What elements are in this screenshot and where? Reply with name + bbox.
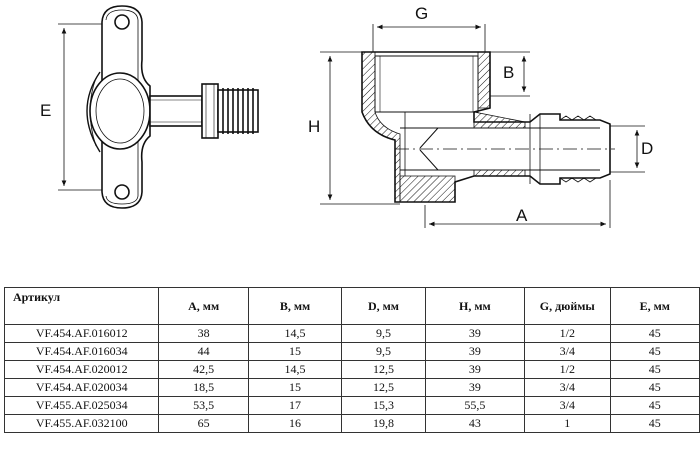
table-header-row: Артикул A, мм B, мм D, мм H, мм G, дюймы… [3, 287, 700, 325]
header-d: D, мм [341, 287, 426, 325]
cell-a: 18,5 [158, 378, 249, 397]
cell-d: 15,3 [341, 396, 426, 415]
cell-d: 12,5 [341, 360, 426, 379]
cell-b: 14,5 [247, 360, 343, 379]
cell-article: VF.454.AF.020034 [3, 378, 160, 397]
dim-label-e: E [40, 101, 51, 120]
dim-label-a: A [516, 206, 528, 225]
cell-b: 14,5 [247, 324, 343, 343]
cell-g: 3/4 [523, 378, 611, 397]
cell-g: 1 [523, 414, 611, 433]
cell-b: 16 [247, 414, 343, 433]
dim-label-h: H [308, 117, 320, 136]
header-e: E, мм [609, 287, 700, 325]
cell-g: 1/2 [523, 324, 611, 343]
technical-drawing: E [40, 4, 653, 228]
cell-a: 42,5 [158, 360, 249, 379]
cell-e: 45 [609, 396, 700, 415]
cell-e: 45 [609, 378, 700, 397]
table-row: VF.454.AF.016012 38 14,5 9,5 39 1/2 45 [3, 324, 700, 343]
cell-h: 39 [424, 360, 525, 379]
section-view [320, 24, 645, 228]
table-row: VF.455.AF.025034 53,5 17 15,3 55,5 3/4 4… [3, 396, 700, 415]
cell-b: 15 [247, 378, 343, 397]
cell-a: 65 [158, 414, 249, 433]
table-row: VF.455.AF.032100 65 16 19,8 43 1 45 [3, 414, 700, 433]
cell-article: VF.455.AF.032100 [3, 414, 160, 433]
cell-h: 39 [424, 324, 525, 343]
table-row: VF.454.AF.020034 18,5 15 12,5 39 3/4 45 [3, 378, 700, 397]
cell-article: VF.454.AF.020012 [3, 360, 160, 379]
header-g: G, дюймы [523, 287, 611, 325]
cell-d: 9,5 [341, 342, 426, 361]
cell-h: 39 [424, 378, 525, 397]
header-a: A, мм [158, 287, 249, 325]
cell-article: VF.455.AF.025034 [3, 396, 160, 415]
cell-g: 3/4 [523, 342, 611, 361]
header-article: Артикул [3, 287, 160, 325]
cell-b: 15 [247, 342, 343, 361]
spec-table: Артикул A, мм B, мм D, мм H, мм G, дюймы… [3, 287, 700, 433]
cell-g: 1/2 [523, 360, 611, 379]
cell-d: 12,5 [341, 378, 426, 397]
header-b: B, мм [247, 287, 343, 325]
dim-label-g: G [415, 4, 428, 23]
cell-a: 44 [158, 342, 249, 361]
cell-article: VF.454.AF.016012 [3, 324, 160, 343]
cell-h: 39 [424, 342, 525, 361]
front-view [58, 5, 259, 209]
cell-e: 45 [609, 414, 700, 433]
cell-e: 45 [609, 342, 700, 361]
cell-article: VF.454.AF.016034 [3, 342, 160, 361]
cell-d: 19,8 [341, 414, 426, 433]
dim-label-d: D [641, 139, 653, 158]
table-row: VF.454.AF.020012 42,5 14,5 12,5 39 1/2 4… [3, 360, 700, 379]
cell-h: 43 [424, 414, 525, 433]
cell-b: 17 [247, 396, 343, 415]
table-row: VF.454.AF.016034 44 15 9,5 39 3/4 45 [3, 342, 700, 361]
header-h: H, мм [424, 287, 525, 325]
cell-a: 53,5 [158, 396, 249, 415]
cell-e: 45 [609, 360, 700, 379]
dim-label-b: B [503, 63, 514, 82]
cell-h: 55,5 [424, 396, 525, 415]
cell-d: 9,5 [341, 324, 426, 343]
cell-g: 3/4 [523, 396, 611, 415]
cell-a: 38 [158, 324, 249, 343]
cell-e: 45 [609, 324, 700, 343]
